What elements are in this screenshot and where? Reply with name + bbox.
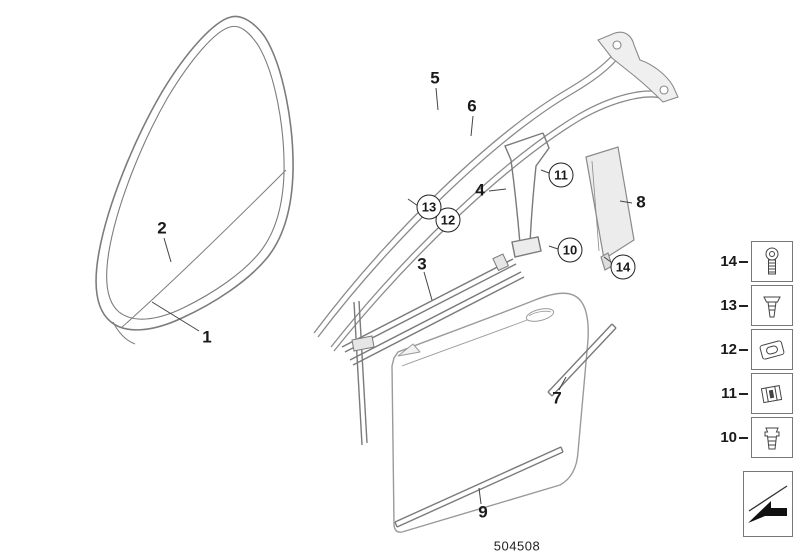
legend-label-13: 13 (720, 297, 737, 314)
legend-tick (739, 436, 748, 439)
callout-5[interactable]: 5 (430, 68, 440, 88)
callout-8[interactable]: 8 (636, 192, 646, 212)
sill-strip (394, 446, 564, 528)
callout-11[interactable]: 11 (548, 162, 574, 188)
fastener-legend: 14 13 12 (713, 241, 793, 537)
callout-12[interactable]: 12 (435, 207, 461, 233)
legend-box-12[interactable] (751, 329, 793, 370)
legend-row-12[interactable]: 12 (713, 329, 793, 370)
window-guide-channel (504, 132, 550, 258)
callout-3[interactable]: 3 (417, 254, 427, 274)
window-slot-seal-strips (341, 253, 525, 446)
spring-clip-icon (760, 384, 783, 403)
legend-tick (739, 304, 748, 307)
legend-row-14[interactable]: 14 (713, 241, 793, 282)
roof-finisher-strips (313, 40, 665, 352)
legend-box-10[interactable] (751, 417, 793, 458)
direction-arrow-box (743, 471, 793, 537)
legend-tick (739, 348, 748, 351)
legend-tick (739, 392, 748, 395)
callout-1[interactable]: 1 (202, 327, 212, 347)
callout-2[interactable]: 2 (157, 218, 167, 238)
belt-line-moulding (547, 323, 617, 397)
direction-arrow-icon (748, 485, 788, 523)
legend-box-14[interactable] (751, 241, 793, 282)
legend-box-11[interactable] (751, 373, 793, 414)
legend-row-13[interactable]: 13 (713, 285, 793, 326)
expanding-rivet-icon (763, 296, 781, 317)
torx-screw-icon (765, 247, 779, 274)
legend-label-10: 10 (720, 429, 737, 446)
door-opening-seal-outline (95, 15, 294, 345)
cage-nut-icon (759, 339, 785, 360)
legend-box-13[interactable] (751, 285, 793, 326)
door-panel-outline (391, 292, 589, 533)
legend-row-10[interactable]: 10 (713, 417, 793, 458)
legend-tick (739, 260, 748, 263)
grommet-icon (764, 427, 780, 449)
legend-label-12: 12 (720, 341, 737, 358)
callout-14[interactable]: 14 (610, 254, 636, 280)
legend-label-11: 11 (721, 385, 737, 402)
finisher-corner-bracket (597, 31, 679, 103)
callout-6[interactable]: 6 (467, 96, 477, 116)
callout-leader-lines (151, 87, 633, 505)
legend-row-11[interactable]: 11 (713, 373, 793, 414)
callout-10[interactable]: 10 (557, 237, 583, 263)
callout-9[interactable]: 9 (478, 502, 488, 522)
callout-4[interactable]: 4 (475, 180, 485, 200)
legend-label-14: 14 (720, 253, 737, 270)
diagram-part-number: 504508 (493, 538, 541, 554)
callout-7[interactable]: 7 (552, 388, 562, 408)
callout-13[interactable]: 13 (416, 194, 442, 220)
b-pillar-trim (585, 146, 635, 271)
